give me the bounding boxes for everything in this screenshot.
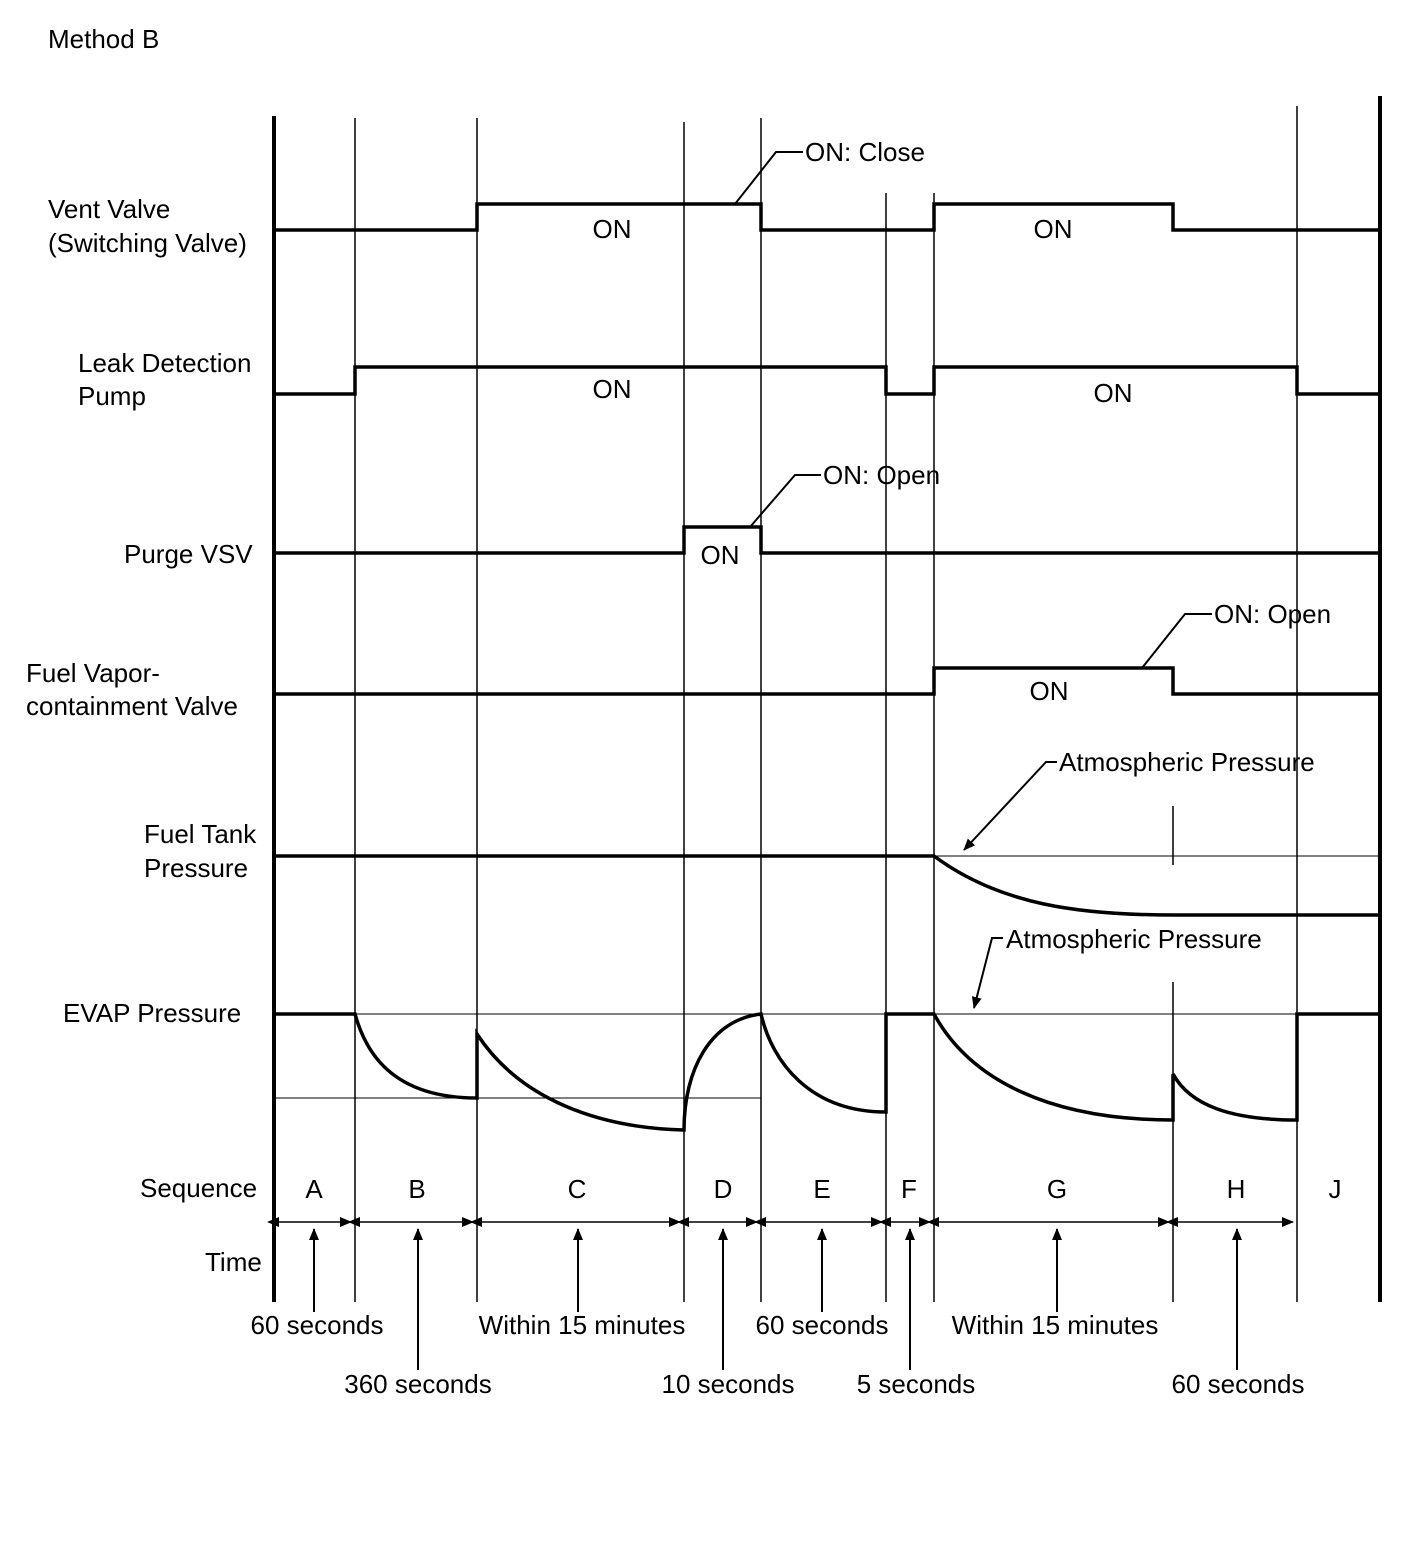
duration-b: 360 seconds	[344, 1369, 491, 1399]
vent-on-text-2: ON	[1034, 214, 1073, 244]
purge-callout-leader	[749, 474, 821, 528]
fuel-vapor-callout-text: ON: Open	[1214, 599, 1331, 629]
sequence-step-b: B	[408, 1174, 425, 1204]
purge-vsv-waveform	[274, 525, 1380, 555]
vent-valve-label-2: (Switching Valve)	[48, 228, 247, 258]
purge-callout-text: ON: Open	[823, 460, 940, 490]
sequence-label: Sequence	[140, 1173, 257, 1203]
fuel-vapor-valve-waveform	[274, 666, 1380, 696]
sequence-step-f: F	[901, 1174, 917, 1204]
fuel-vapor-on-text: ON	[1030, 676, 1069, 706]
diagram-title: Method B	[48, 24, 159, 54]
fuel-tank-callout-text: Atmospheric Pressure	[1059, 747, 1315, 777]
duration-pointers	[309, 1228, 1242, 1370]
evap-pressure-label: EVAP Pressure	[63, 998, 241, 1028]
duration-g: Within 15 minutes	[952, 1310, 1159, 1340]
sequence-step-a: A	[305, 1174, 323, 1204]
leak-pump-on-text: ON	[593, 374, 632, 404]
duration-h: 60 seconds	[1172, 1369, 1305, 1399]
purge-on-text: ON	[701, 540, 740, 570]
leak-pump-waveform	[274, 365, 1380, 396]
purge-vsv-label: Purge VSV	[124, 539, 253, 569]
vent-on-text: ON	[593, 214, 632, 244]
duration-a: 60 seconds	[251, 1310, 384, 1340]
time-label: Time	[205, 1247, 262, 1277]
sequence-step-e: E	[813, 1174, 830, 1204]
fuel-vapor-valve-label: Fuel Vapor-	[26, 658, 160, 688]
fuel-tank-callout-leader	[963, 761, 1057, 851]
reference-lines	[274, 855, 1380, 1099]
sequence-step-h: H	[1227, 1174, 1246, 1204]
evap-callout-text: Atmospheric Pressure	[1006, 924, 1262, 954]
fuel-tank-pressure-waveform	[274, 854, 1380, 917]
vent-callout-leader	[734, 151, 803, 205]
fuel-tank-pressure-label-2: Pressure	[144, 853, 248, 883]
vent-valve-waveform	[274, 202, 1380, 232]
sequence-step-g: G	[1047, 1174, 1067, 1204]
duration-f: 5 seconds	[857, 1369, 976, 1399]
vent-callout-text: ON: Close	[805, 137, 925, 167]
sequence-step-j: J	[1329, 1174, 1342, 1204]
leak-pump-label: Leak Detection	[78, 348, 251, 378]
duration-e: 60 seconds	[756, 1310, 889, 1340]
duration-d: 10 seconds	[662, 1369, 795, 1399]
fuel-vapor-callout-leader	[1141, 613, 1212, 669]
fuel-tank-pressure-label: Fuel Tank	[144, 819, 257, 849]
fuel-vapor-valve-label-2: containment Valve	[26, 691, 238, 721]
leak-pump-label-2: Pump	[78, 381, 146, 411]
duration-c: Within 15 minutes	[479, 1310, 686, 1340]
sequence-step-c: C	[568, 1174, 587, 1204]
sequence-step-d: D	[714, 1174, 733, 1204]
evap-pressure-waveform	[274, 1012, 1380, 1132]
sequence-dividers	[354, 106, 1298, 1302]
evap-callout-leader	[971, 937, 1003, 1009]
vent-valve-label: Vent Valve	[48, 194, 170, 224]
leak-pump-on-text-2: ON	[1094, 378, 1133, 408]
